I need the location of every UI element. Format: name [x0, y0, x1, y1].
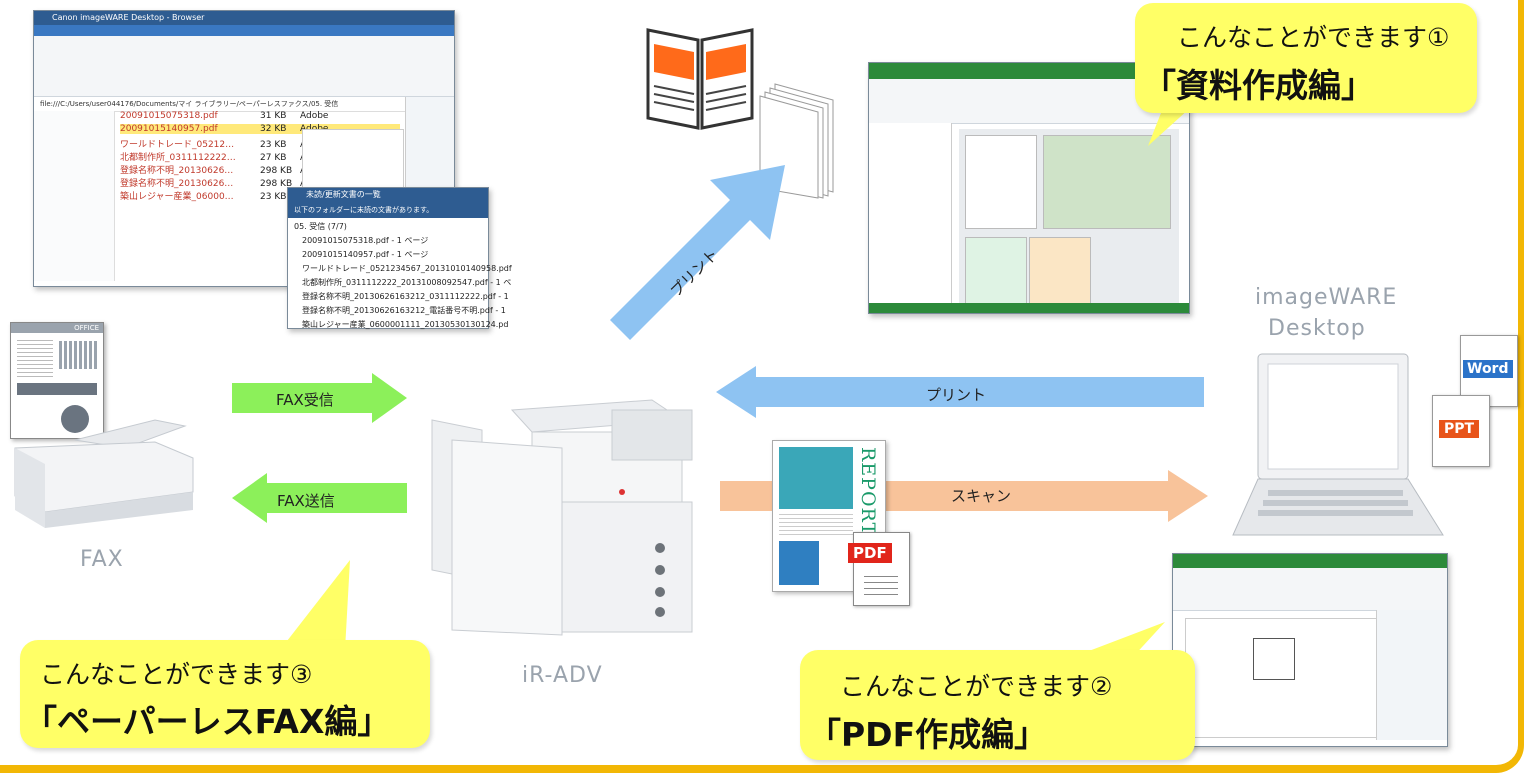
explorer-file-size: 298 KB — [260, 166, 293, 176]
report-title: REPORT — [857, 447, 879, 537]
callout-2-line1: こんなことができます② — [840, 672, 1113, 701]
explorer-file-size: 32 KB — [260, 124, 287, 134]
dialog-folder: 05. 受信 (7/7) — [294, 222, 347, 231]
dialog-file-item[interactable]: 登録名称不明_20130626163212_0311112222.pdf - 1 — [302, 292, 509, 301]
dialog-file-item[interactable]: ワールドトレード_0521234567_20131010140958.pdf — [302, 264, 512, 273]
word-badge: Word — [1463, 360, 1513, 378]
dialog-header: 以下のフォルダーに未読の文書があります。 — [288, 202, 488, 218]
callout-2: こんなことができます② 「PDF作成編」 — [800, 650, 1195, 760]
print-arrow — [716, 366, 1204, 418]
laptop-icon — [1232, 353, 1444, 536]
unread-dialog: 未読/更新文書の一覧 以下のフォルダーに未読の文書があります。 05. 受信 (… — [287, 187, 512, 329]
dialog-file-item[interactable]: 登録名称不明_20130626163212_電話番号不明.pdf - 1 — [302, 306, 506, 315]
explorer-file-name: ワールドトレード_05212… — [120, 140, 235, 150]
explorer-file-name: 登録名称不明_20130626… — [120, 179, 234, 189]
dialog-title: 未読/更新文書の一覧 — [288, 188, 488, 202]
pdf-editor-window — [1172, 553, 1448, 747]
callout-1-line2: 「資料作成編」 — [1143, 66, 1374, 105]
document-editor-window — [868, 62, 1190, 314]
dialog-file-item[interactable]: 20091015075318.pdf - 1 ページ — [302, 236, 429, 245]
print-arrow-up — [610, 165, 785, 340]
explorer-file-size: 23 KB — [260, 140, 287, 150]
ppt-badge: PPT — [1439, 420, 1480, 438]
explorer-preview — [302, 129, 404, 195]
explorer-file-size: 298 KB — [260, 179, 293, 189]
explorer-sidebar — [34, 111, 115, 281]
pdf-file-icon: PDF — [848, 532, 910, 606]
dialog-file-list: 20091015075318.pdf - 1 ページ 20091015140957… — [288, 235, 512, 335]
explorer-file-size: 31 KB — [260, 111, 287, 121]
callout-1: こんなことができます① 「資料作成編」 — [1135, 3, 1477, 113]
explorer-file-name: 登録名称不明_20130626… — [120, 166, 234, 176]
fax-label: FAX — [80, 547, 124, 572]
software-label-2: Desktop — [1268, 316, 1366, 341]
document-icon — [646, 28, 754, 130]
callout-3-pointer — [280, 560, 350, 650]
explorer-address: file:///C:/Users/user044176/Documents/マイ… — [34, 97, 454, 112]
software-label-1: imageWARE — [1255, 285, 1398, 310]
dialog-file-item[interactable]: 20091015140957.pdf - 1 ページ — [302, 250, 429, 259]
callout-3: こんなことができます③ 「ペーパーレスFAX編」 — [20, 640, 430, 748]
fax-send-label: FAX送信 — [277, 492, 335, 510]
dialog-file-item[interactable]: 築山レジャー産業_0600001111_20130530130124.pd — [302, 320, 509, 329]
dialog-file-item[interactable]: 北都制作所_0311112222_20131008092547.pdf - 1 … — [302, 278, 512, 287]
explorer-file-name: 築山レジャー産業_06000… — [120, 192, 234, 202]
explorer-file-row[interactable]: 20091015075318.pdf 31 KB Adobe — [120, 111, 400, 121]
fax-machine-icon — [14, 419, 194, 528]
explorer-file-size: 27 KB — [260, 153, 287, 163]
printer-label: iR-ADV — [522, 663, 603, 688]
callout-1-line1: こんなことができます① — [1177, 23, 1450, 52]
explorer-file-name: 20091015140957.pdf — [120, 124, 218, 134]
pdf-badge: PDF — [848, 543, 892, 563]
explorer-ribbon — [34, 36, 454, 97]
explorer-title: Canon imageWARE Desktop - Browser — [34, 11, 454, 25]
ppt-file-icon: PPT — [1432, 395, 1490, 467]
explorer-window: Canon imageWARE Desktop - Browser file:/… — [33, 10, 455, 287]
callout-2-line2: 「PDF作成編」 — [808, 715, 1048, 754]
callout-3-line2: 「ペーパーレスFAX編」 — [24, 702, 391, 741]
print-arrow-label: プリント — [926, 386, 987, 404]
scan-arrow-label: スキャン — [951, 487, 1012, 505]
fax-receive-arrow — [232, 373, 407, 423]
explorer-file-name: 北都制作所_0311112222… — [120, 153, 236, 163]
explorer-file-name: 20091015075318.pdf — [120, 111, 218, 121]
explorer-file-type: Adobe — [300, 111, 329, 121]
callout-3-line1: こんなことができます③ — [40, 660, 313, 689]
report-document: REPORT — [772, 440, 886, 592]
fax-receive-label: FAX受信 — [276, 391, 334, 409]
printer-icon — [431, 399, 693, 636]
fax-document-header: OFFICE — [11, 323, 103, 333]
fax-document: OFFICE — [10, 322, 104, 439]
fax-send-arrow — [232, 473, 407, 523]
explorer-file-size: 23 KB — [260, 192, 287, 202]
